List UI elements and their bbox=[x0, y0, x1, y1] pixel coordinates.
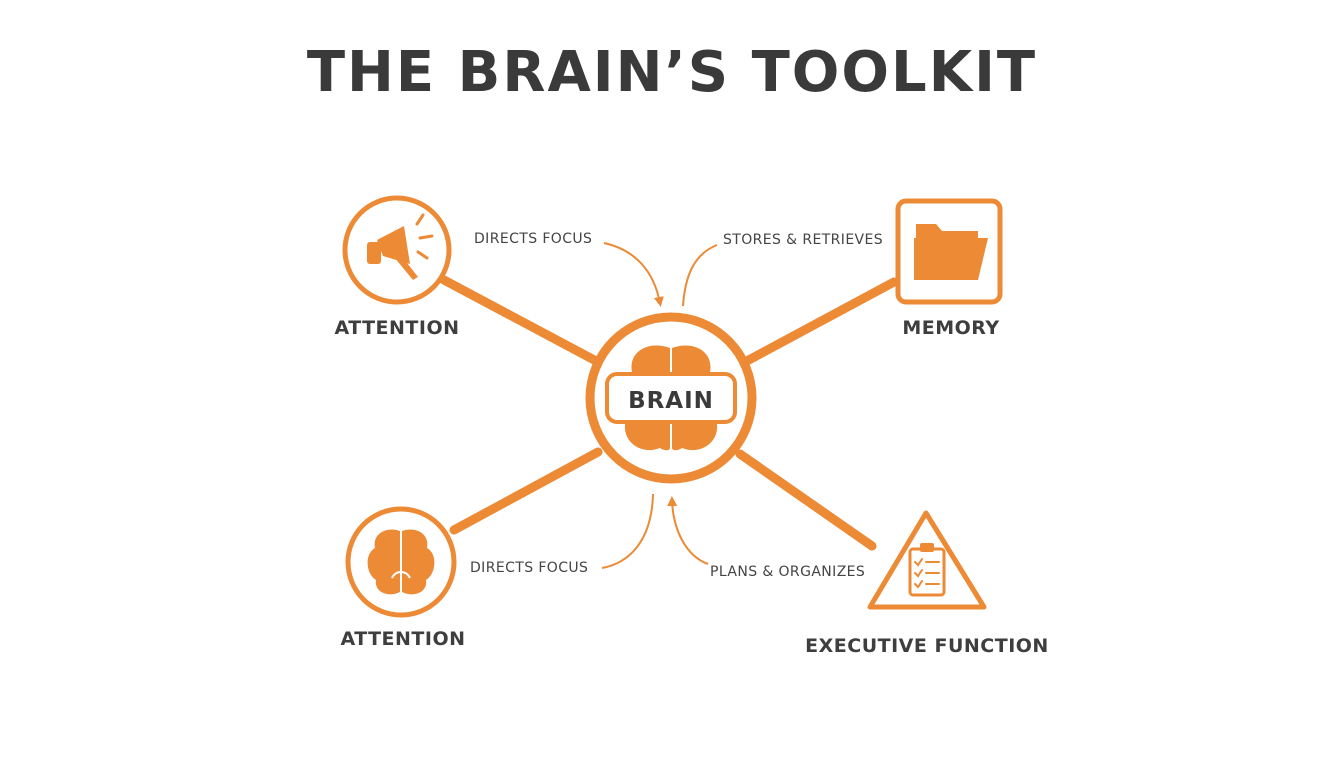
brain-hub: BRAIN bbox=[585, 312, 757, 484]
folder-icon bbox=[914, 224, 988, 280]
connector-memory bbox=[740, 277, 899, 367]
connector-executive-function bbox=[735, 449, 877, 551]
clipboard-checklist-icon bbox=[908, 543, 946, 597]
connectors bbox=[439, 275, 899, 551]
arrow-directs-focus-bottom bbox=[601, 493, 654, 569]
attention-top-node bbox=[342, 195, 452, 305]
arrow-plans-organizes bbox=[667, 496, 709, 565]
edge-label-stores-retrieves: STORES & RETRIEVES bbox=[723, 232, 884, 248]
arrow-stores-retrieves bbox=[682, 244, 718, 307]
edge-label-directs-focus-top: DIRECTS FOCUS bbox=[474, 231, 593, 247]
brain-hub-badge bbox=[605, 372, 737, 424]
connector-attention-top bbox=[439, 275, 603, 367]
connector-attention-bottom bbox=[449, 447, 603, 535]
attention-bottom-label: ATTENTION bbox=[340, 628, 466, 650]
sound-waves bbox=[415, 213, 434, 260]
edge-label-plans-organizes: PLANS & ORGANIZES bbox=[710, 564, 866, 580]
memory-node bbox=[895, 198, 1003, 305]
edge-label-directs-focus-bottom: DIRECTS FOCUS bbox=[470, 560, 589, 576]
brain-hub-label: BRAIN bbox=[628, 388, 714, 414]
brain-icon bbox=[367, 529, 435, 595]
executive-function-label: EXECUTIVE FUNCTION bbox=[805, 635, 1049, 657]
executive-function-node bbox=[867, 510, 987, 610]
arrow-directs-focus-top bbox=[603, 242, 664, 307]
attention-bottom-node bbox=[345, 506, 457, 618]
megaphone-icon bbox=[367, 226, 418, 280]
memory-label: MEMORY bbox=[902, 317, 1000, 339]
page-title: THE BRAIN’S TOOLKIT bbox=[306, 40, 1038, 105]
flow-arrows bbox=[601, 242, 718, 569]
attention-top-label: ATTENTION bbox=[334, 317, 460, 339]
